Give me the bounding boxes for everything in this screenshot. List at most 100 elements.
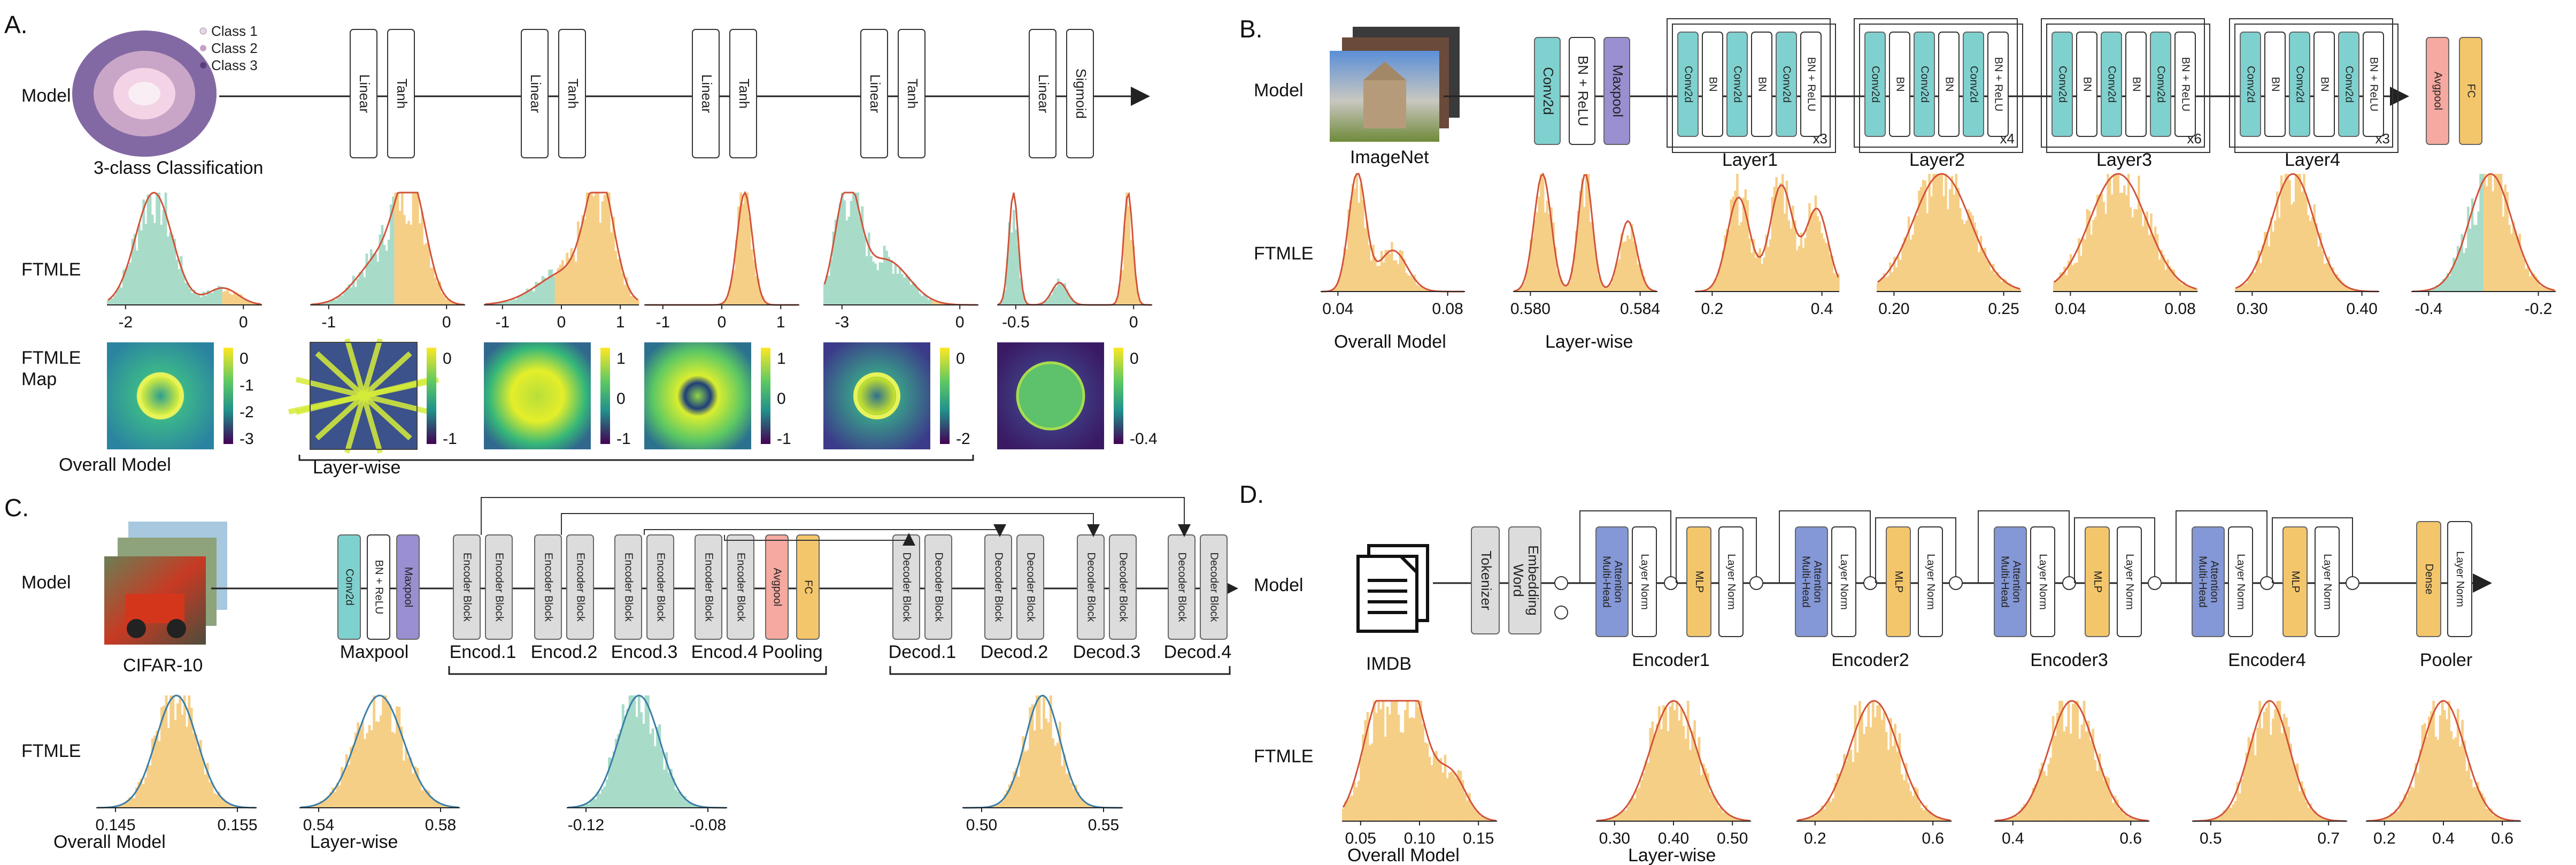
panel-b-hist-7: -0.4-0.2 [2411,173,2556,318]
panel-c-encod-2-b: Encoder Block [566,534,594,640]
panel-a-hist-3-bar [632,296,635,305]
panel-b-hist-1-bar [1380,250,1383,292]
panel-c-hist-3-bar [624,716,627,808]
panel-a-hist-3-bar [601,201,604,305]
skip-connection-2 [561,513,1100,537]
panel-d-hist-5-bar [2265,707,2268,821]
panel-a-hist-1-bar [189,288,192,305]
layer-3-activation: Tanh [729,29,757,158]
panel-b-hist-5-tick-label: 0.04 [2055,300,2086,318]
panel-b-hist-6-bar [2280,175,2283,292]
panel-a-hist-1-bar [144,224,148,305]
panel-d-hist-1-bar [1453,773,1455,821]
panel-d-hist-4-bar [2072,703,2074,821]
panel-d-hist-4-bar [2058,701,2061,821]
panel-a-hist-4-bar [742,203,745,305]
panel-d-hist-1-bar [1437,760,1440,821]
panel-b-layer2-name: Layer2 [1909,150,1965,170]
panel-c-decod-2-b: Decoder Block [1016,534,1044,640]
panel-a-hist-3-bar [579,229,582,305]
panel-b-hist-4-bar [1963,224,1966,292]
panel-a-hist-6-bar [1044,301,1046,305]
panel-d-hist-2-bar [1660,729,1663,821]
panel-b-hist-3-bar [1750,252,1753,292]
panel-c-hist-3-tick-label: -0.08 [690,816,726,834]
panel-d-hist-6-bar [2490,808,2493,821]
panel-d-encoder-2-norm-1: Layer Norm [1831,526,1856,637]
panel-a-hist-3-bar [597,193,600,305]
panel-b-hist-7-bar [2487,174,2490,292]
panel-d-hist-1-bar [1370,743,1374,821]
panel-a-hist-1-bar [206,290,210,305]
panel-d-hist-5-bar [2301,781,2303,821]
panel-b-hist-2-bar [1618,259,1621,292]
panel-b-hist-1-bar [1364,228,1367,292]
panel-d-hist-3-bar [1816,812,1819,821]
panel-b-hist-3-bar [1746,200,1749,292]
panel-d-pos-add [1554,576,1568,590]
panel-a-hist-5-bar [878,262,882,305]
panel-d-hist-2-tick-label: 0.30 [1599,830,1630,847]
panel-b-hist-1-bar [1425,289,1429,292]
panel-d-hist-1-bar [1477,812,1480,821]
panel-d-hist-4-bar [2010,816,2012,821]
panel-a-hist-2-bar [431,267,435,305]
panel-d-hist-4-bar [2107,777,2110,821]
panel-b-hist-5-bar [2071,265,2074,292]
panel-b-layer1-block-4-label: BN [1756,77,1768,92]
panel-c-hist-2-bar [428,791,430,808]
panel-b-hist-5-bar [2172,270,2176,292]
panel-c-hist-1-bar [199,740,202,808]
panel-b-hist-4-bar [1899,260,1902,292]
panel-c-hist-1-bar [156,730,159,808]
panel-b-hist-7-bar [2432,288,2435,292]
panel-b-layer2-block-4: BN [1938,32,1960,137]
panel-b-hist-5-bar [2092,220,2095,292]
panel-b-hist-3-bar [1818,221,1821,292]
panel-c-hist-3-bar [608,757,611,808]
panel-d-hist-6-bar [2479,791,2482,821]
panel-d-hist-3-bar [1909,791,1912,821]
panel-b-hist-7-bar [2442,279,2445,292]
panel-a-hist-1-bar [197,295,200,305]
panel-d-hist-1-bar [1417,707,1420,821]
panel-b-hist-7-bar [2434,288,2436,292]
panel-b-layer3-block-1-label: Conv2d [2057,66,2069,103]
panel-b-hist-5-bar [2146,211,2149,292]
panel-d-hist-3-bar [1876,705,1879,821]
panel-b-hist-7-bar [2492,191,2494,292]
panel-b-caption-overall: Overall Model [1334,332,1446,352]
panel-a-hist-5-bar [940,302,944,305]
panel-d-hist-1-bar [1399,732,1402,821]
panel-c-hist-3-bar [583,805,585,808]
panel-a-hist-1-bar [233,293,236,305]
panel-a-hist-1-bar [113,295,117,305]
panel-b-layer2-block-3-label: Conv2d [1919,66,1931,103]
panel-b-hist-7-bar [2520,251,2523,292]
panel-b-layer3-block-2: BN [2076,32,2097,137]
panel-a-hist-1-tick-label: 0 [239,313,248,331]
panel-d-hist-4-bar [2094,760,2097,821]
panel-d-hist-4-bar [2109,792,2112,821]
panel-b-hist-6-tick-label: 0.40 [2346,300,2377,318]
panel-b-hist-2-bar [1538,196,1540,292]
panel-c-hist-4-bar [1084,802,1087,808]
panel-a-hist-1-bar [231,294,234,305]
panel-b-hist-4-bar [1971,215,1974,292]
panel-d-hist-5-bar [2251,733,2255,821]
panel-d-encoder-2-norm-1-label: Layer Norm [1838,554,1850,609]
panel-b-hist-4-bar [1981,250,1985,292]
panel-d-hist-5-curve [2193,700,2346,822]
panel-d-hist-1-bar [1457,770,1460,821]
panel-b-hist-7-bar [2533,273,2536,292]
colorbar-2-label: 0 [443,350,452,368]
panel-a-hist-1-bar [200,297,203,305]
panel-d-hist-2-bar [1609,818,1612,821]
panel-b-hist-1-bar [1382,262,1385,292]
panel-a-hist-3-bar [504,300,507,305]
panel-a-hist-3-bar [619,258,622,305]
panel-d-hist-3-bar [1830,801,1832,821]
panel-a-hist-3-bar [581,215,584,305]
